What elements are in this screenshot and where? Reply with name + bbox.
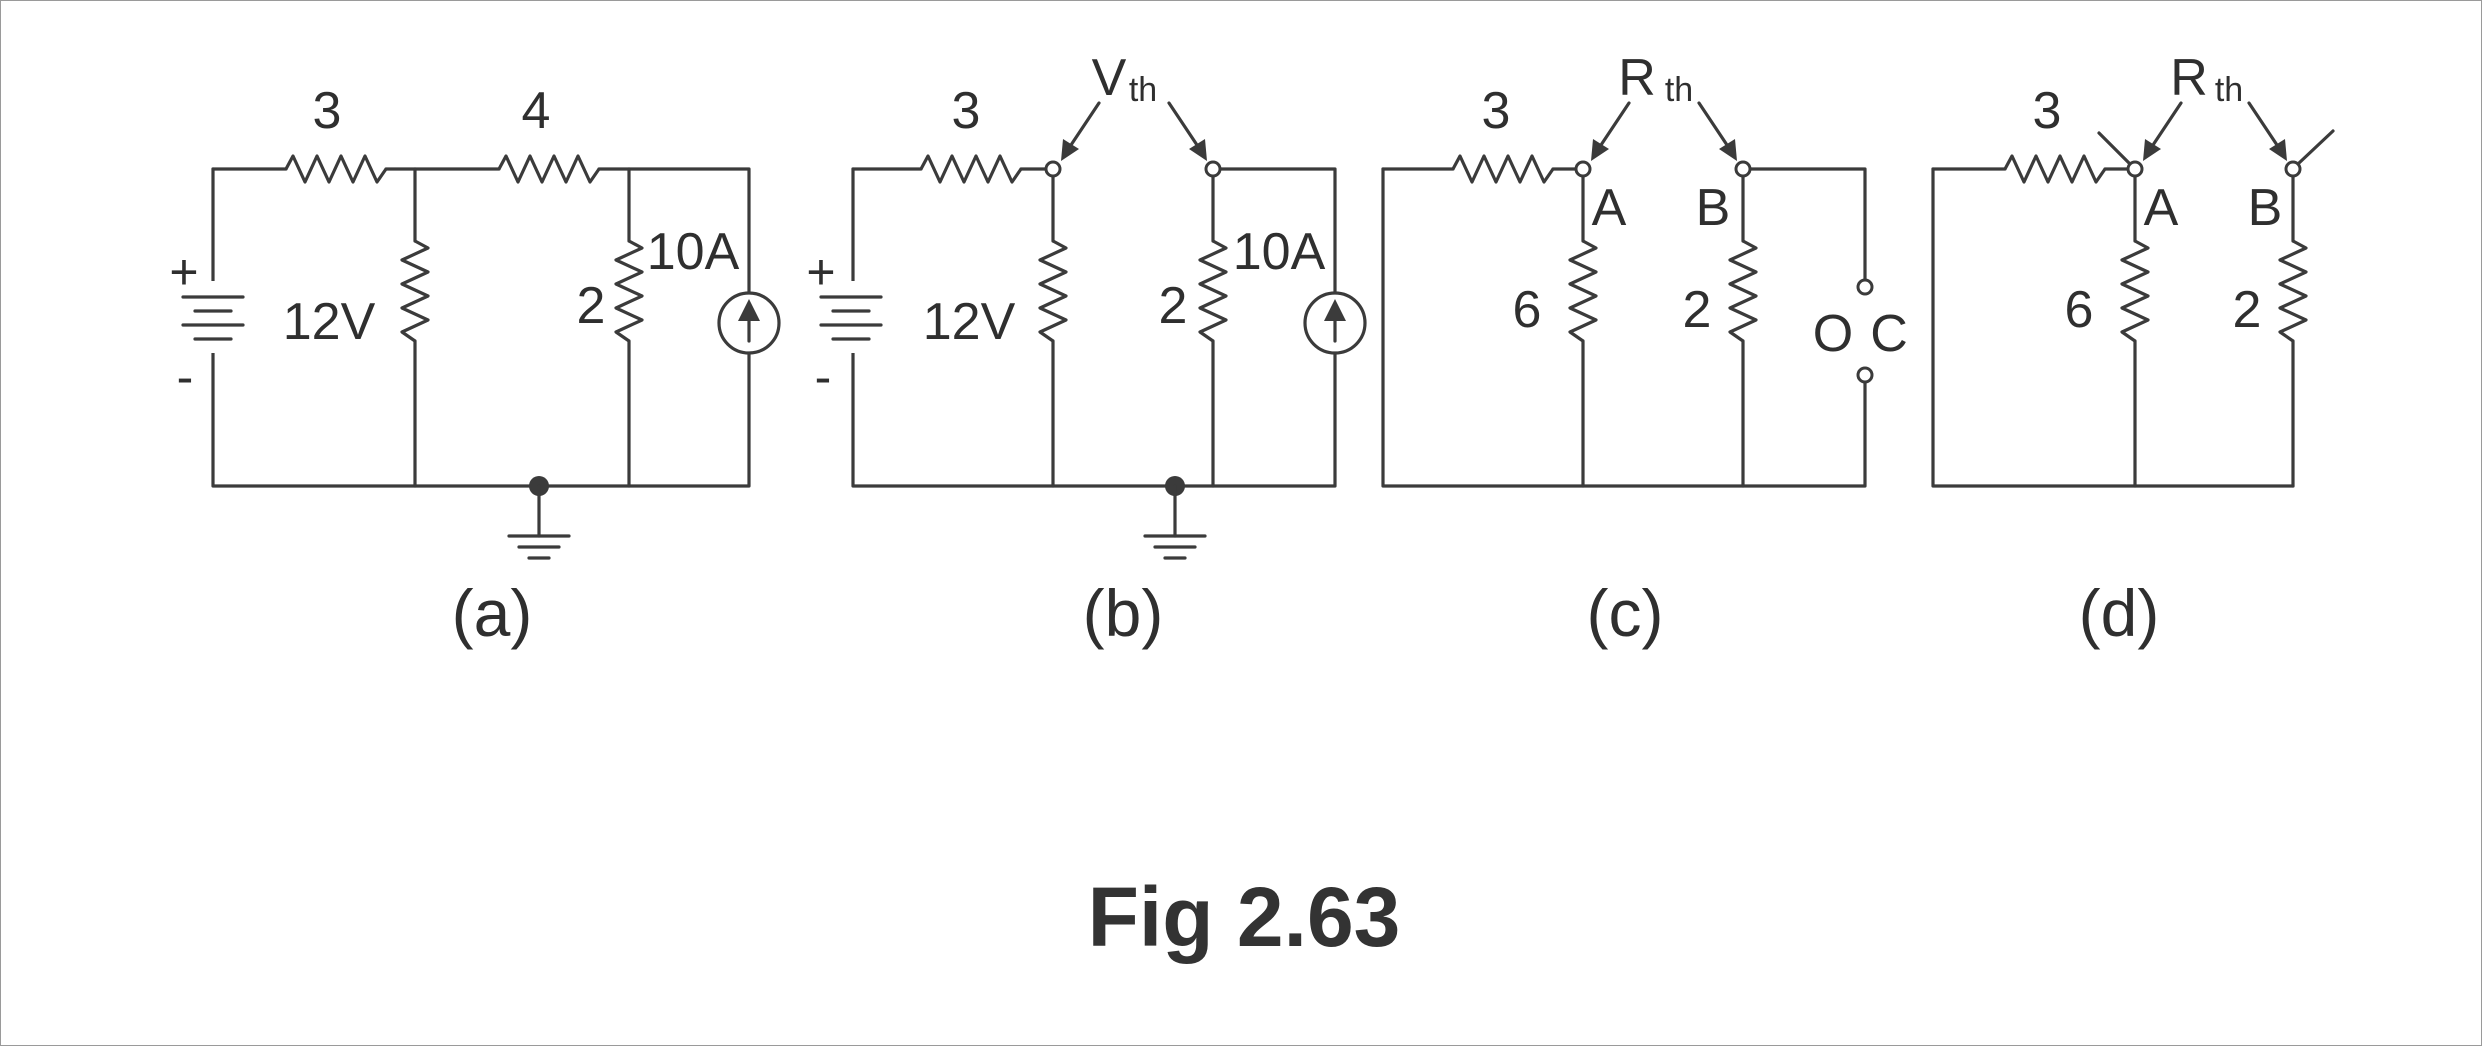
- caption-a: (a): [452, 576, 533, 650]
- resistor-12v-shunt: [1038, 239, 1068, 343]
- label-open-c: C: [1870, 305, 1908, 363]
- terminal-b: [1204, 160, 1222, 178]
- ground-icon: [507, 484, 571, 560]
- minus-sign: -: [177, 349, 194, 405]
- rth-arrow-right: [2247, 101, 2287, 161]
- label-node-b: B: [1696, 179, 1731, 237]
- battery-symbol: [819, 295, 883, 341]
- terminal-a-tick: [2097, 131, 2131, 165]
- resistor-6: [2120, 239, 2150, 343]
- circuit-c: 3 6 2 A B R th O C (c): [1381, 49, 1908, 650]
- rth-arrow-left: [1591, 101, 1631, 161]
- label-r6: 6: [2065, 281, 2094, 339]
- vth-arrow-left: [1061, 101, 1101, 161]
- resistor-3: [2003, 154, 2107, 184]
- plus-sign: +: [169, 244, 198, 300]
- plus-sign: +: [806, 244, 835, 300]
- battery-symbol: [181, 295, 245, 341]
- circuit-d: 3 6 2 A B R th (d): [1931, 49, 2335, 650]
- label-vth-subscript: th: [1129, 71, 1157, 109]
- terminal-a: [2126, 160, 2144, 178]
- current-source: [717, 291, 781, 355]
- terminal-a: [1044, 160, 1062, 178]
- terminal-a: [1574, 160, 1592, 178]
- label-r3: 3: [2033, 82, 2062, 140]
- label-vth: V: [1092, 49, 1127, 107]
- rth-arrow-right: [1697, 101, 1737, 161]
- label-r6: 6: [1513, 281, 1542, 339]
- label-node-a: A: [2144, 179, 2179, 237]
- label-r2: 2: [2233, 281, 2262, 339]
- label-10a: 10A: [1233, 223, 1326, 281]
- resistor-2: [614, 239, 644, 343]
- label-r3: 3: [1482, 82, 1511, 140]
- caption-c: (c): [1587, 576, 1664, 650]
- resistor-6: [1568, 239, 1598, 343]
- figure-title: Fig 2.63: [1088, 870, 1401, 964]
- terminal-b-tick: [2297, 129, 2335, 165]
- resistor-3: [919, 154, 1023, 184]
- resistor-4: [497, 154, 601, 184]
- label-rth-subscript: th: [2215, 71, 2243, 109]
- label-rth: R: [1618, 49, 1656, 107]
- vth-arrow-right: [1167, 101, 1207, 161]
- resistor-2: [2278, 239, 2308, 343]
- open-circuit-terminal-top: [1856, 278, 1874, 296]
- caption-d: (d): [2079, 576, 2160, 650]
- label-r4: 4: [522, 82, 551, 140]
- resistor-2: [1198, 239, 1228, 343]
- label-r2: 2: [1683, 281, 1712, 339]
- open-circuit-terminal-bottom: [1856, 366, 1874, 384]
- label-node-a: A: [1592, 179, 1627, 237]
- resistor-12v-shunt: [400, 239, 430, 343]
- label-rth: R: [2170, 49, 2208, 107]
- resistor-3: [284, 154, 388, 184]
- terminal-b: [2284, 160, 2302, 178]
- terminal-b: [1734, 160, 1752, 178]
- label-node-b: B: [2248, 179, 2283, 237]
- caption-b: (b): [1083, 576, 1164, 650]
- circuit-a: 3 4 12V 2 10A + - (a): [169, 82, 781, 650]
- label-open-o: O: [1813, 305, 1853, 363]
- rth-arrow-left: [2143, 101, 2183, 161]
- label-12v: 12V: [283, 293, 376, 351]
- ground-icon: [1143, 484, 1207, 560]
- label-r2: 2: [1159, 277, 1188, 335]
- resistor-3: [1451, 154, 1555, 184]
- label-10a: 10A: [647, 223, 740, 281]
- minus-sign: -: [815, 349, 832, 405]
- label-r3: 3: [952, 82, 981, 140]
- label-r2: 2: [577, 277, 606, 335]
- circuit-b: 3 12V 2 10A + - V th (b): [806, 49, 1367, 650]
- label-rth-subscript: th: [1665, 71, 1693, 109]
- resistor-2: [1728, 239, 1758, 343]
- label-r3: 3: [313, 82, 342, 140]
- current-source: [1303, 291, 1367, 355]
- label-12v: 12V: [923, 293, 1016, 351]
